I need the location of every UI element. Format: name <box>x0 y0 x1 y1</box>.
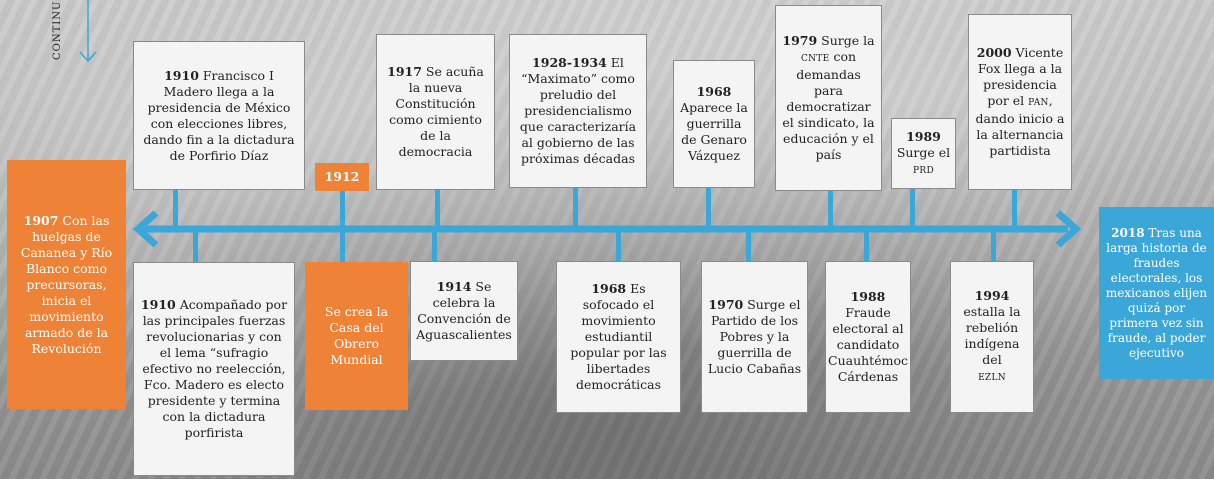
event-2018: 2018 Tras una larga historia de fraudes … <box>1099 207 1214 379</box>
connector-1910b <box>193 229 198 262</box>
event-1910-top-text: Francisco I Madero llega a la presidenci… <box>143 67 295 163</box>
event-1970-text: Surge el Partido de los Pobres y la guer… <box>707 297 802 376</box>
event-1979-abbr: CNTE <box>800 54 830 64</box>
connector-1917 <box>435 190 440 229</box>
event-1979-year: 1979 <box>782 33 818 48</box>
connector-1979 <box>828 191 833 229</box>
event-1979: 1979 Surge la CNTE con demandas para dem… <box>775 5 882 191</box>
connector-1910a <box>173 190 178 229</box>
event-1994-year: 1994 <box>974 288 1010 303</box>
connector-1914 <box>432 229 437 261</box>
event-1979-text-b: con demandas para democratizar el sindic… <box>782 49 875 162</box>
connector-2000 <box>1012 190 1017 229</box>
event-1910-bottom-text: Acompañado por las principales fuerzas r… <box>142 297 288 440</box>
event-1968-top-year: 1968 <box>696 84 732 99</box>
event-1968-bottom-text: Es sofocado el movimiento estudiantil po… <box>570 281 667 392</box>
event-1928-1934-year: 1928-1934 <box>532 55 607 70</box>
event-1910-top-year: 1910 <box>164 67 199 83</box>
connector-1928 <box>573 188 578 229</box>
event-2000-abbr: PAN <box>1028 98 1049 108</box>
event-1910-bottom: 1910 Acompañado por las principales fuer… <box>133 262 295 476</box>
event-1914-text: Se celebra la Convención de Aguascalient… <box>416 279 512 342</box>
event-1989-year: 1989 <box>906 128 941 144</box>
event-1989-abbr: PRD <box>913 165 934 176</box>
event-1917-text: Se acuña la nueva Constitución como cimi… <box>389 64 484 159</box>
connector-1968b <box>616 229 621 261</box>
event-1912-text: Se crea la Casa del Obrero Mundial <box>324 304 389 367</box>
event-1989-text: Surge el <box>896 144 951 160</box>
event-1968-bottom-year: 1968 <box>591 281 627 296</box>
connector-1970 <box>746 229 751 261</box>
event-2018-text: Tras una larga historia de fraudes elect… <box>1105 225 1208 360</box>
event-1907-text: Con las huelgas de Cananea y Río Blanco … <box>20 212 113 356</box>
connector-1968a <box>706 188 711 229</box>
event-1994-text: estalla la rebelión indígena del <box>963 304 1021 367</box>
down-arrow-icon <box>79 0 97 63</box>
event-1979-text-a: Surge la <box>817 33 875 48</box>
event-2000: 2000 Vicente Fox llega a la presidencia … <box>968 14 1072 190</box>
event-1928-1934-text: El “Maximato” como preludio del presiden… <box>519 55 637 166</box>
event-2018-year: 2018 <box>1111 225 1145 240</box>
event-2000-text-b: , dando inicio a la alternancia partidis… <box>975 93 1065 158</box>
event-1914-year: 1914 <box>436 279 472 294</box>
event-1917: 1917 Se acuña la nueva Constitución como… <box>376 34 495 190</box>
event-1970-year: 1970 <box>708 297 744 312</box>
event-2000-year: 2000 <box>976 45 1012 60</box>
event-1907-year: 1907 <box>23 212 59 228</box>
connector-1989 <box>910 189 915 229</box>
event-1968-bottom: 1968 Es sofocado el movimiento estudiant… <box>556 261 681 413</box>
event-1912-year: 1912 <box>324 169 360 184</box>
event-1988-text: Fraude electoral al candidato Cuauhtémoc… <box>828 305 908 384</box>
event-1994-abbr: EZLN <box>978 373 1006 383</box>
event-1910-bottom-year: 1910 <box>140 297 176 312</box>
event-1988-year: 1988 <box>850 289 886 304</box>
event-1912-label: 1912 <box>315 163 369 191</box>
event-1970: 1970 Surge el Partido de los Pobres y la… <box>701 261 808 413</box>
event-1910-top: 1910 Francisco I Madero llega a la presi… <box>133 41 305 190</box>
event-1907: 1907 Con las huelgas de Cananea y Río Bl… <box>7 160 126 409</box>
event-2000-text-a: Vicente Fox llega a la presidencia por e… <box>977 45 1064 108</box>
event-1917-year: 1917 <box>387 64 422 79</box>
event-1968-top-text: Aparece la guerrilla de Genaro Vázquez <box>680 100 748 163</box>
connector-1912 <box>340 191 345 262</box>
event-1928-1934: 1928-1934 El “Maximato” como preludio de… <box>509 34 647 188</box>
event-1912: Se crea la Casa del Obrero Mundial <box>305 262 408 410</box>
connector-1988 <box>864 229 869 261</box>
connector-1994 <box>991 229 996 261</box>
event-1914: 1914 Se celebra la Convención de Aguasca… <box>410 261 518 361</box>
